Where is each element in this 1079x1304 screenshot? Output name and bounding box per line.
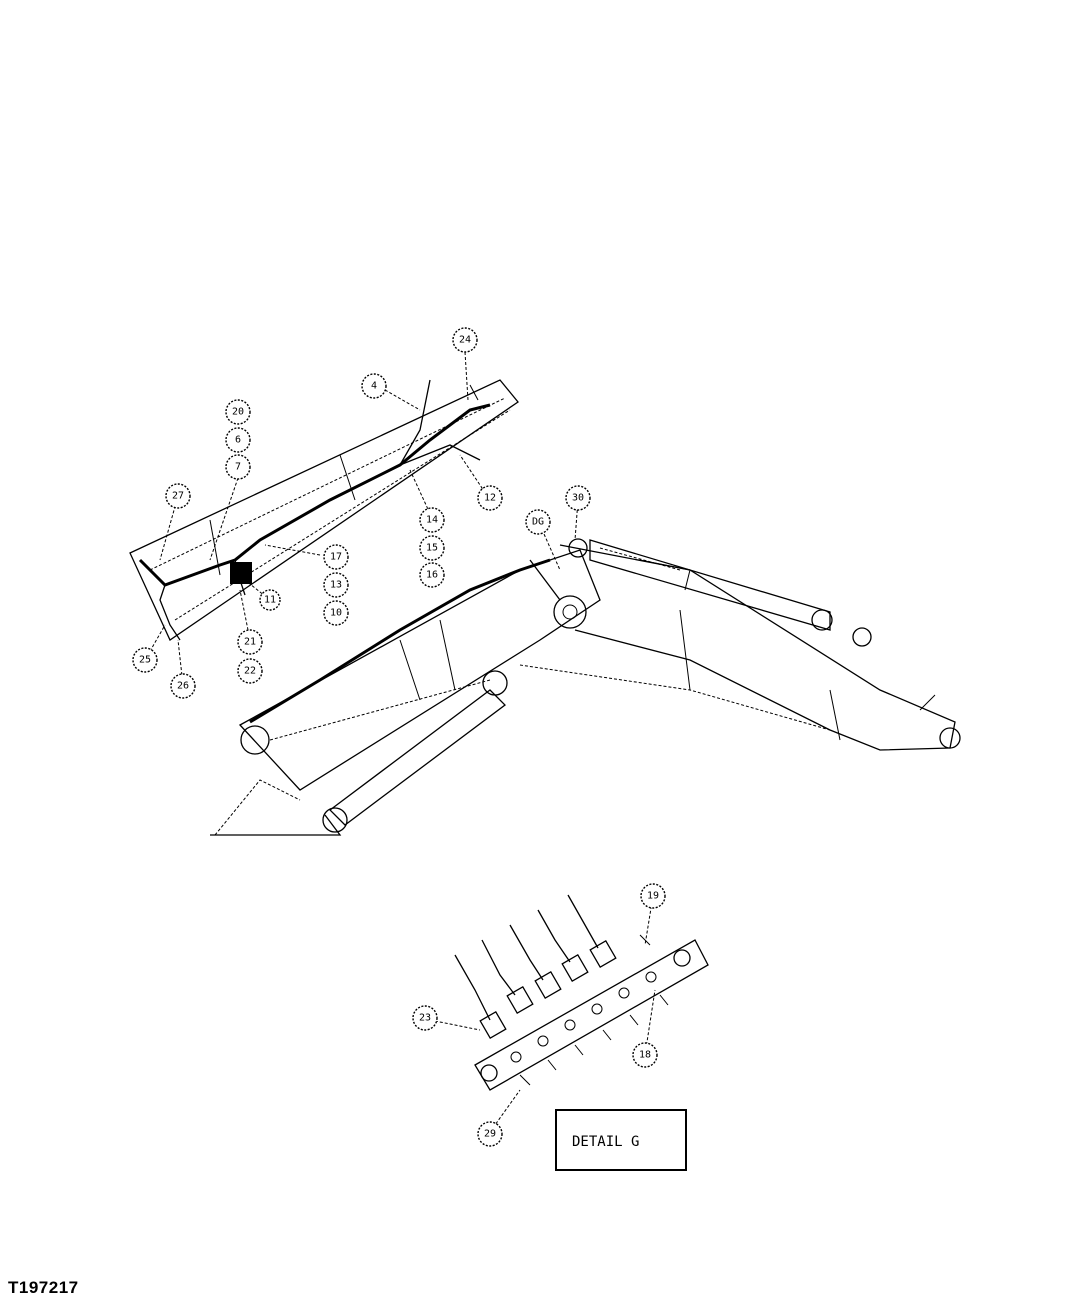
svg-text:17: 17 (330, 552, 342, 563)
svg-text:14: 14 (426, 515, 438, 526)
callout-13: 13 (323, 572, 349, 598)
callout-21: 21 (237, 629, 263, 655)
callout-27: 27 (165, 483, 191, 509)
callout-6: 6 (225, 427, 251, 453)
callout-7: 7 (225, 454, 251, 480)
svg-text:29: 29 (484, 1129, 496, 1140)
callout-20: 20 (225, 399, 251, 425)
main-boom (238, 538, 601, 791)
callout-14: 14 (419, 507, 445, 533)
svg-text:4: 4 (371, 381, 377, 392)
svg-text:16: 16 (426, 570, 438, 581)
detail-g-box: DETAIL G (555, 1109, 687, 1171)
svg-text:27: 27 (172, 491, 184, 502)
svg-text:21: 21 (244, 637, 256, 648)
svg-text:25: 25 (139, 655, 151, 666)
svg-text:30: 30 (572, 493, 584, 504)
callout-11: 11 (259, 589, 281, 611)
upper-harness (138, 379, 491, 641)
svg-text:24: 24 (459, 335, 471, 346)
svg-text:19: 19 (647, 891, 659, 902)
svg-text:23: 23 (419, 1013, 431, 1024)
connector-wires (454, 894, 617, 1040)
callout-26: 26 (170, 673, 196, 699)
callout-4: 4 (361, 373, 387, 399)
svg-text:DG: DG (532, 517, 544, 528)
boom-cylinder (210, 670, 508, 836)
svg-text:18: 18 (639, 1050, 651, 1061)
callout-18: 18 (632, 1042, 658, 1068)
svg-text:7: 7 (235, 462, 241, 473)
svg-text:11: 11 (264, 595, 276, 606)
callout-12: 12 (477, 485, 503, 511)
callout-29: 29 (477, 1121, 503, 1147)
callout-30: 30 (565, 485, 591, 511)
svg-text:12: 12 (484, 493, 496, 504)
arm-stick (519, 544, 961, 751)
callouts: 24 4 20 6 7 12 27 14 15 16 17 13 10 11 2… (132, 327, 666, 1147)
frame-outline (129, 379, 519, 641)
svg-text:13: 13 (330, 580, 342, 591)
callout-22: 22 (237, 658, 263, 684)
callout-24: 24 (452, 327, 478, 353)
callout-dg: DG (525, 509, 551, 535)
figure-id: T197217 (8, 1278, 79, 1297)
callout-19: 19 (640, 883, 666, 909)
callout-23: 23 (412, 1005, 438, 1031)
svg-text:22: 22 (244, 666, 256, 677)
callout-25: 25 (132, 647, 158, 673)
svg-text:6: 6 (235, 435, 241, 446)
callout-10: 10 (323, 600, 349, 626)
arm-cylinder (589, 539, 872, 647)
detail-g-connector-plate (454, 894, 709, 1091)
svg-text:10: 10 (330, 608, 342, 619)
svg-text:15: 15 (426, 543, 438, 554)
svg-text:20: 20 (232, 407, 244, 418)
callout-15: 15 (419, 535, 445, 561)
callout-16: 16 (419, 562, 445, 588)
leader-lines (144, 351, 656, 1133)
svg-text:26: 26 (177, 681, 189, 692)
callout-17: 17 (323, 544, 349, 570)
detail-g-label: DETAIL G (572, 1134, 639, 1150)
